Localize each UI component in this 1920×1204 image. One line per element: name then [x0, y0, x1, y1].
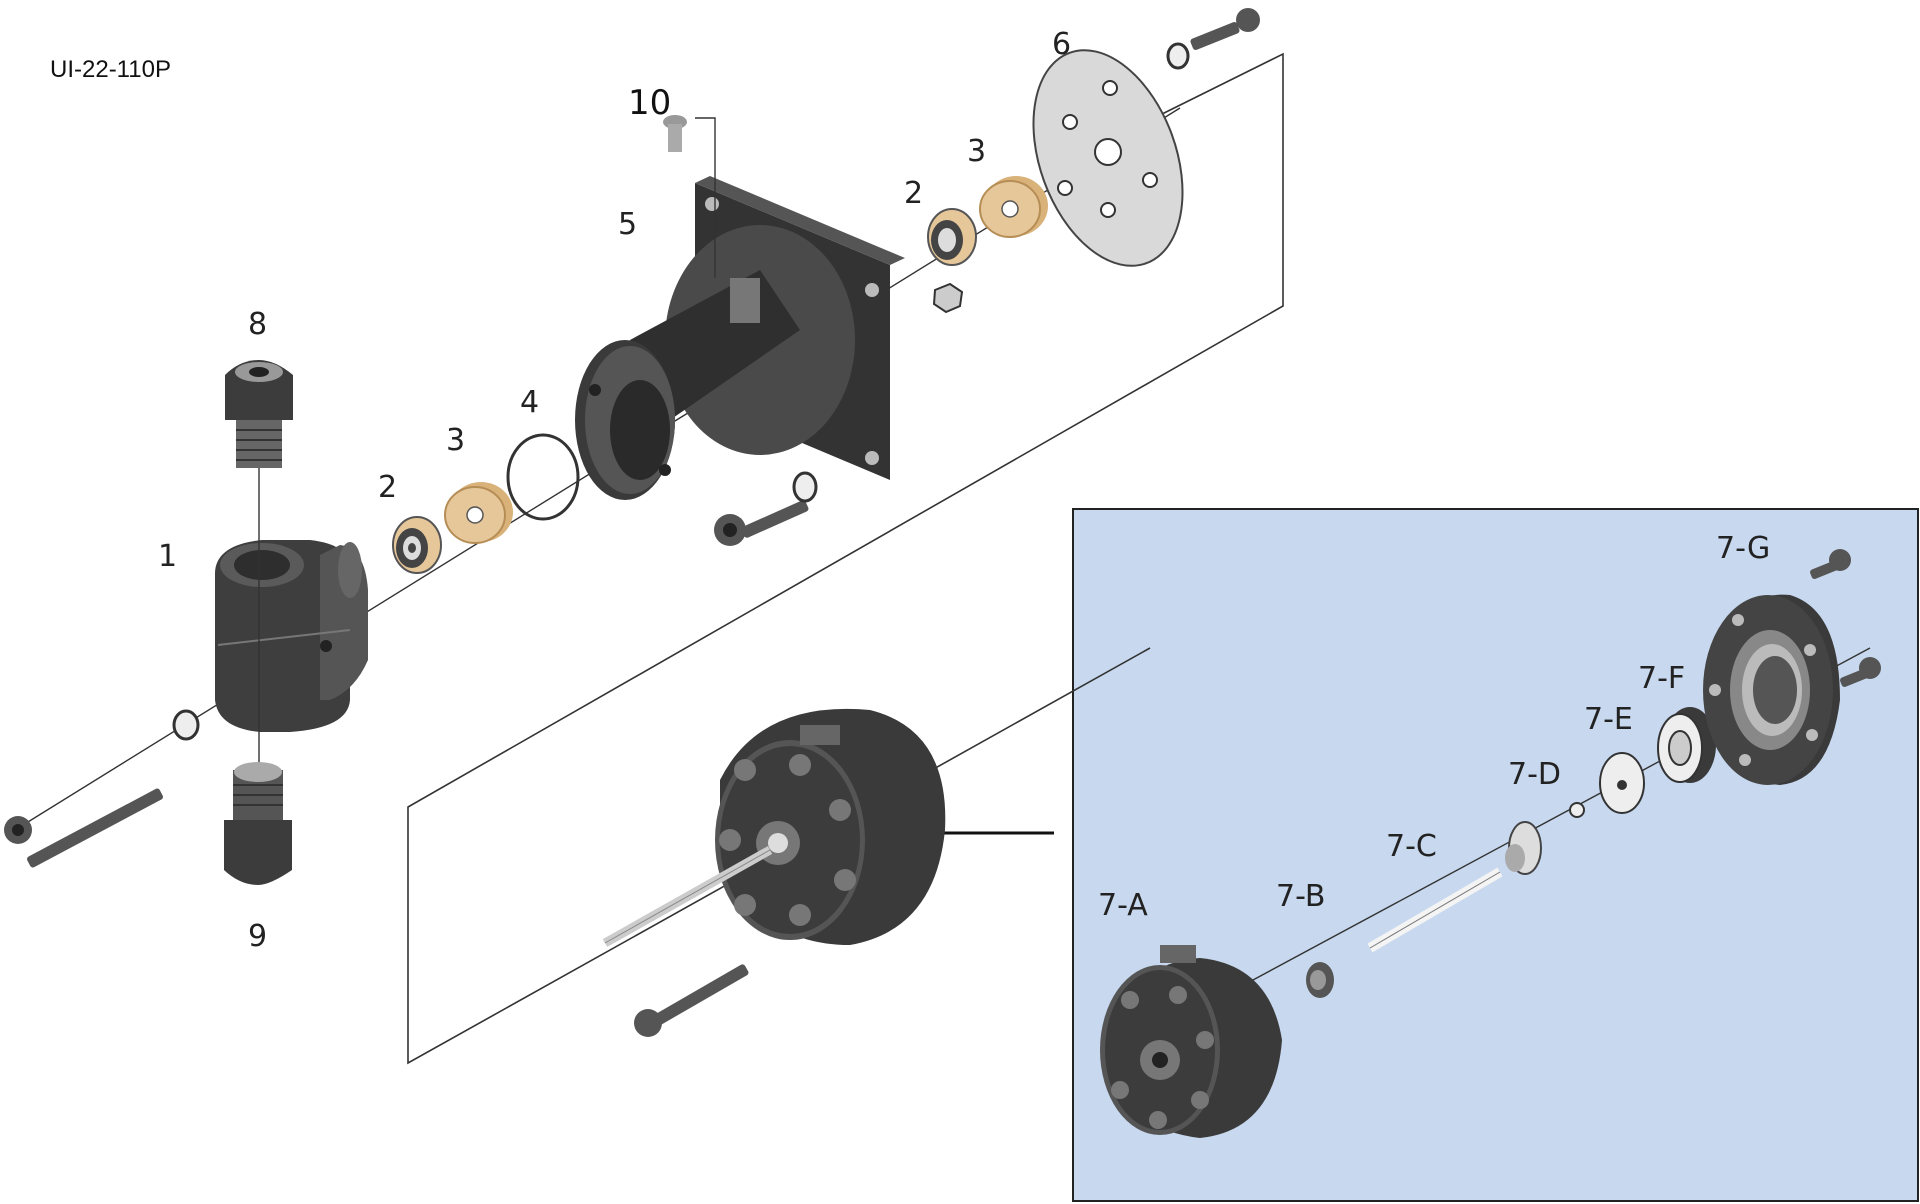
inset-screw-bottom [1840, 657, 1881, 687]
part-5-housing [575, 176, 905, 500]
part-6-plate [1032, 49, 1184, 267]
label-part-1: 1 [158, 539, 177, 574]
part-3-seal-right [979, 176, 1048, 238]
part-7f-seal [1657, 707, 1716, 783]
label-part-3-right: 3 [967, 134, 986, 169]
part-1-tee-body [214, 540, 368, 732]
label-part-6: 6 [1052, 27, 1071, 62]
inset-screw-top [1810, 549, 1851, 579]
top-washer [1166, 42, 1190, 70]
part-7c-plunger [1367, 821, 1542, 953]
long-bolt [4, 788, 163, 868]
washer-left [172, 709, 200, 741]
label-part-2-right: 2 [904, 176, 923, 211]
label-part-7g: 7-G [1716, 531, 1770, 566]
label-part-7a: 7-A [1098, 888, 1148, 923]
part-2-bushing-right [927, 208, 977, 266]
part-7b-spring [1306, 962, 1334, 998]
part-7-assembly [602, 708, 946, 1037]
label-part-3-left: 3 [446, 423, 465, 458]
part-3-seal-left [444, 482, 513, 544]
part-8-fitting [225, 360, 293, 468]
part-7g-flange [1703, 594, 1840, 785]
part-10-pin [663, 115, 716, 278]
part-7d-ball [1569, 802, 1585, 818]
part-7e-washer [1599, 752, 1645, 814]
label-part-2-left: 2 [378, 470, 397, 505]
label-part-9: 9 [248, 919, 267, 954]
part-7a-body [1100, 945, 1282, 1138]
label-part-5: 5 [618, 207, 637, 242]
top-screw [1190, 8, 1260, 51]
label-part-10: 10 [628, 83, 671, 123]
part-2-bushing-left [392, 516, 442, 574]
housing-washer [792, 471, 818, 503]
label-part-7e: 7-E [1584, 702, 1633, 737]
label-part-7b: 7-B [1276, 879, 1325, 914]
label-part-7d: 7-D [1508, 757, 1561, 792]
hex-nut [932, 282, 964, 314]
assembly-bracket-lines [407, 52, 1284, 1065]
label-part-8: 8 [248, 307, 267, 342]
label-part-4: 4 [520, 385, 539, 420]
label-part-7f: 7-F [1638, 661, 1685, 696]
model-number: UI-22-110P [50, 56, 171, 83]
label-part-7c: 7-C [1386, 829, 1437, 864]
part-4-o-ring [506, 433, 580, 521]
housing-bolt [714, 500, 809, 546]
part-9-fitting [224, 762, 292, 885]
